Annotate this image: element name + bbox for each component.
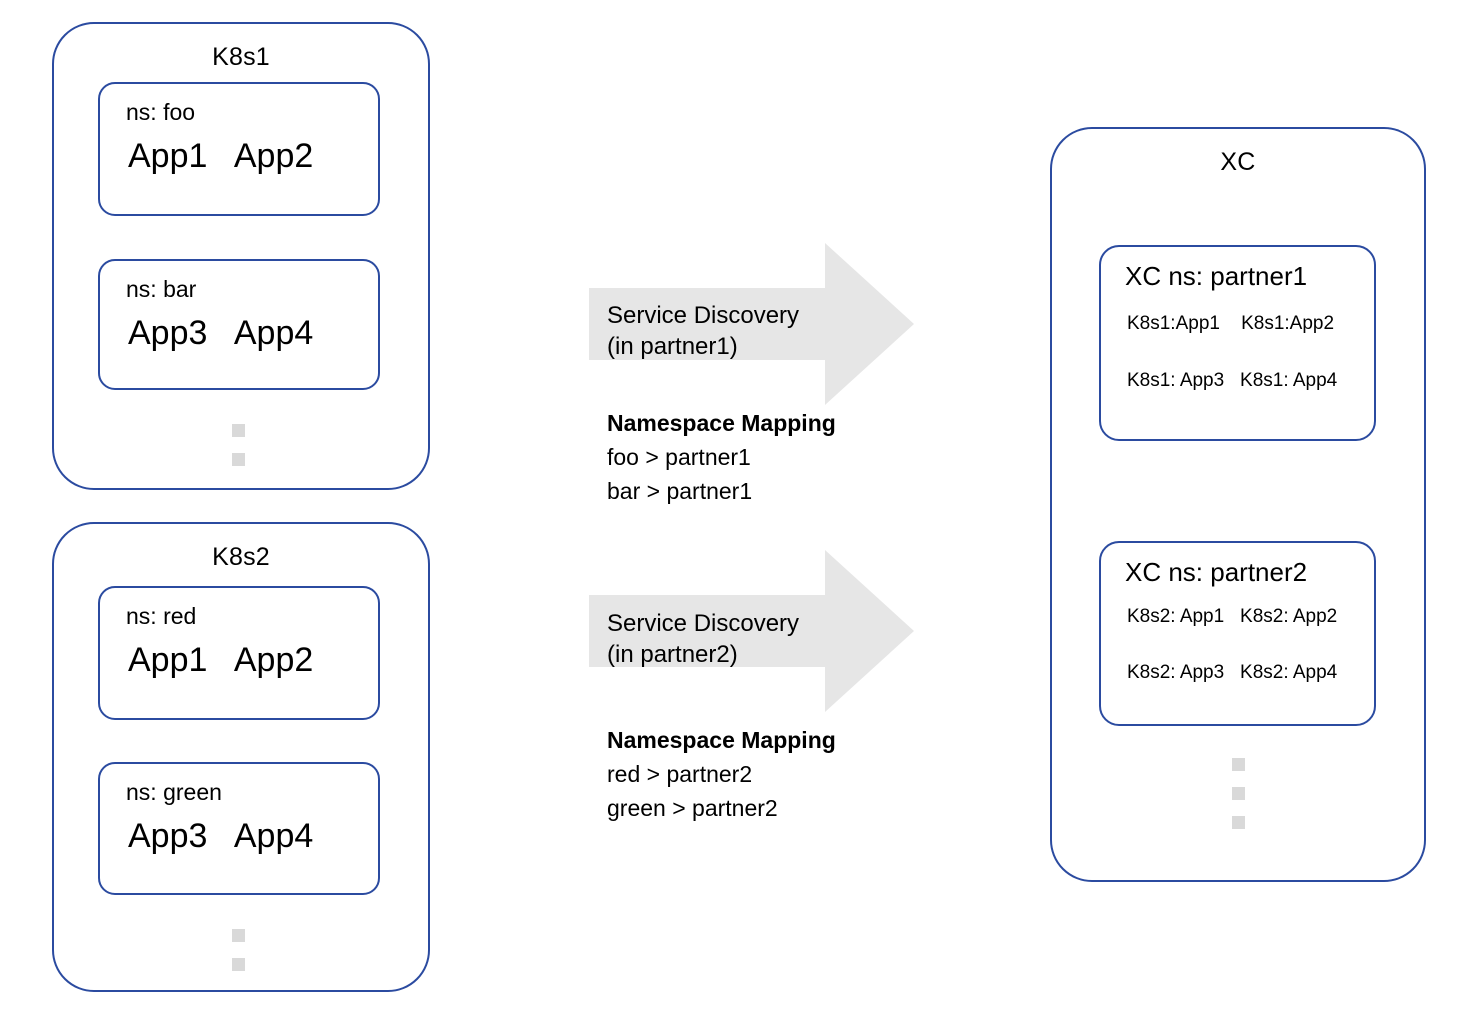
mapping-block-partner2: Namespace Mapping red > partner2 green >… [607,723,836,825]
mapping-title-partner2: Namespace Mapping [607,727,836,753]
arrow-label-line1: Service Discovery [607,302,800,329]
ellipsis-dot [1232,758,1245,771]
namespace-box-bar: ns: bar App3 App4 [98,259,380,390]
arrow-right-icon [589,243,914,405]
namespace-label-bar: ns: bar [126,276,197,302]
arrow-service-discovery-partner1 [589,243,914,405]
namespace-apps-red: App1 App2 [128,641,314,679]
ellipsis-xc [1232,758,1245,829]
mapping-line-green: green > partner2 [607,795,778,821]
arrow-right-icon [589,550,914,712]
namespace-label-foo: ns: foo [126,99,196,125]
arrow-label-line2: (in partner2) [607,641,738,668]
xc-namespace-title-partner2: XC ns: partner2 [1125,557,1308,587]
xc-namespace-box-partner2: XC ns: partner2 K8s2: App1 K8s2: App2 K8… [1099,541,1376,726]
xc-namespace-row-partner1-2: K8s1: App3 K8s1: App4 [1127,370,1338,391]
cluster-title-k8s2: K8s2 [212,543,270,571]
ellipsis-dot [1232,787,1245,800]
platform-title-xc: XC [1220,148,1256,176]
namespace-apps-bar: App3 App4 [128,314,314,352]
namespace-apps-green: App3 App4 [128,817,314,855]
ellipsis-k8s2 [232,929,245,971]
mapping-line-red: red > partner2 [607,761,753,787]
xc-namespace-title-partner1: XC ns: partner1 [1125,261,1308,291]
xc-namespace-box-partner1: XC ns: partner1 K8s1:App1 K8s1:App2 K8s1… [1099,245,1376,441]
mapping-line-foo: foo > partner1 [607,444,751,470]
namespace-box-green: ns: green App3 App4 [98,762,380,895]
arrow-service-discovery-partner2 [589,550,914,712]
cluster-title-k8s1: K8s1 [212,43,270,71]
namespace-apps-foo: App1 App2 [128,137,314,175]
xc-namespace-row-partner2-1: K8s2: App1 K8s2: App2 [1127,606,1338,627]
arrow-label-partner1: Service Discovery (in partner1) [607,300,799,362]
mapping-title-partner1: Namespace Mapping [607,410,836,436]
xc-namespace-row-partner1-1: K8s1:App1 K8s1:App2 [1127,313,1335,334]
ellipsis-dot [232,453,245,466]
namespace-box-foo: ns: foo App1 App2 [98,82,380,216]
ellipsis-dot [232,424,245,437]
namespace-box-red: ns: red App1 App2 [98,586,380,720]
arrow-label-line2: (in partner1) [607,333,738,360]
mapping-line-bar: bar > partner1 [607,478,753,504]
ellipsis-dot [232,958,245,971]
xc-namespace-row-partner2-2: K8s2: App3 K8s2: App4 [1127,662,1338,683]
ellipsis-dot [1232,816,1245,829]
namespace-label-green: ns: green [126,779,222,805]
ellipsis-dot [232,929,245,942]
namespace-label-red: ns: red [126,603,197,629]
ellipsis-k8s1 [232,424,245,466]
arrow-label-partner2: Service Discovery (in partner2) [607,608,799,670]
mapping-block-partner1: Namespace Mapping foo > partner1 bar > p… [607,406,836,508]
arrow-label-line1: Service Discovery [607,610,800,637]
